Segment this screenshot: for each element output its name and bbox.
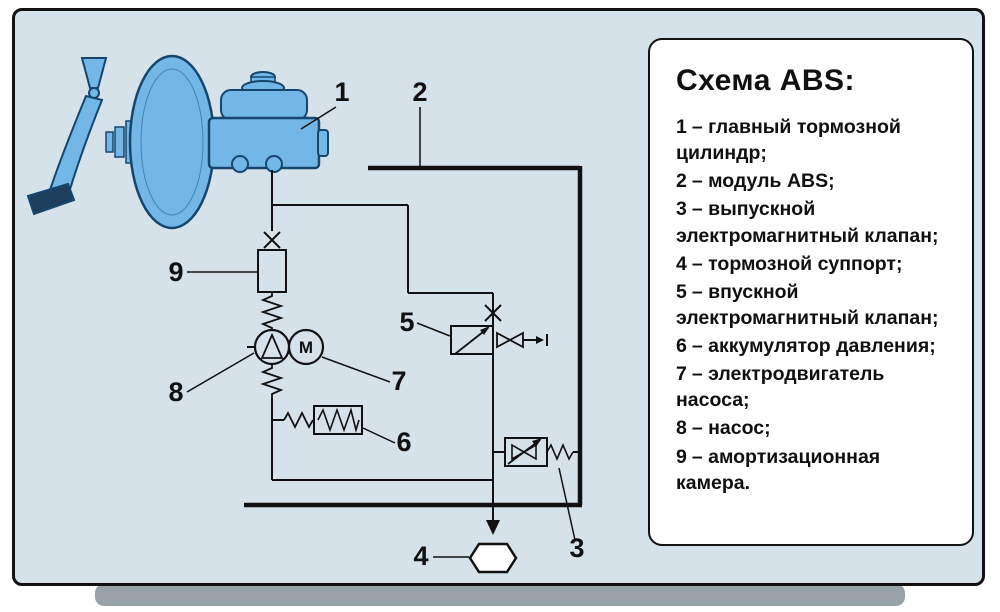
- legend-item-9: 9– амортизационная камера.: [676, 444, 954, 496]
- orifice-symbol: [484, 304, 502, 322]
- booster-seam: [140, 68, 204, 216]
- inlet-valve-arrowhead: [480, 326, 490, 335]
- pushrod-segment: [114, 126, 125, 158]
- inlet-solenoid-valve: [450, 325, 548, 355]
- diagram-label-9: 9: [168, 257, 183, 287]
- pump-triangle: [260, 332, 284, 359]
- leader-5: [416, 322, 451, 337]
- diagram-label-4: 4: [413, 541, 428, 571]
- diagram-label-2: 2: [412, 77, 427, 107]
- pushrod-segment: [105, 131, 114, 153]
- pump-motor: [287, 328, 325, 366]
- legend-item-number: 4: [676, 252, 687, 275]
- legend-item-text: – тормозной суппорт;: [691, 252, 903, 275]
- outlet-valve-spring: [546, 442, 574, 462]
- check-valve-symbol: [263, 231, 281, 249]
- diagram-label-6: 6: [396, 427, 411, 457]
- pedal-pad: [26, 182, 76, 216]
- legend-item-text: – аккумулятор давления;: [691, 335, 936, 357]
- vacuum-booster-group: [128, 54, 216, 230]
- legend-item-4: 4– тормозной суппорт;: [676, 251, 954, 277]
- brake-pedal-group: [26, 57, 136, 216]
- outlet-port: [231, 155, 249, 173]
- master-cylinder-body: [207, 116, 321, 170]
- abs-module-outline: [244, 165, 583, 508]
- leader-8: [186, 352, 255, 393]
- inlet-valve-bowtie: [496, 331, 524, 349]
- legend-item-text: – выпускной электромагнитный клапан;: [676, 198, 939, 247]
- leader-1: [300, 106, 337, 130]
- diagram-label-1: 1: [334, 77, 349, 107]
- inlet-valve-stub-arrowhead: [536, 336, 544, 344]
- legend-item-text: – главный тормозной цилиндр;: [676, 116, 901, 165]
- legend-item-number: 8: [676, 417, 687, 440]
- legend-item-number: 9: [676, 445, 687, 468]
- legend-panel: Схема ABS: 1– главный тормозной цилиндр;…: [648, 38, 974, 546]
- accumulator-spring-inner: [317, 407, 360, 434]
- outlet-solenoid-valve: [504, 437, 579, 467]
- outlet-valve-arrowhead: [532, 438, 542, 447]
- legend-item-7: 7– электродвигатель насоса;: [676, 361, 954, 413]
- master-cylinder-group: [207, 71, 329, 173]
- diagram-label-3: 3: [569, 533, 584, 563]
- leader-7: [321, 356, 391, 383]
- accumulator-spring-outer: [283, 410, 314, 430]
- legend-item-5: 5– впускной электромагнитный клапан;: [676, 279, 954, 331]
- legend-item-2: 2– модуль ABS;: [676, 168, 954, 194]
- line-mc-to-inlet-valve: [272, 204, 493, 294]
- pressure-accumulator: [313, 405, 363, 435]
- spring-upper: [260, 292, 284, 330]
- legend-item-text: – модуль ABS;: [691, 170, 835, 193]
- return-line: [271, 398, 493, 481]
- vacuum-booster: [128, 54, 216, 230]
- legend-item-text: – электродвигатель насоса;: [676, 363, 885, 412]
- diagram-label-8: 8: [168, 377, 183, 407]
- legend-item-3: 3– выпускной электромагнитный клапан;: [676, 196, 954, 248]
- pedal-arm: [48, 94, 104, 198]
- spring-lower: [260, 364, 284, 398]
- diagram-label-5: 5: [399, 307, 414, 337]
- brake-fluid-reservoir: [220, 89, 308, 121]
- legend-item-number: 5: [676, 280, 687, 303]
- legend-item-number: 2: [676, 170, 687, 193]
- legend-item-text: – впускной электромагнитный клапан;: [676, 280, 939, 329]
- page-bottom-shadow: [95, 584, 905, 606]
- leader-6: [362, 427, 396, 444]
- flow-arrowhead: [486, 520, 500, 535]
- pedal-fork: [80, 57, 108, 89]
- diagram-label-7: 7: [391, 366, 406, 396]
- leader-3: [558, 467, 576, 541]
- legend-item-text: – амортизационная камера.: [676, 445, 881, 494]
- outlet-port: [265, 155, 283, 173]
- legend-item-number: 1: [676, 116, 687, 138]
- legend-item-8: 8– насос;: [676, 415, 954, 441]
- brake-caliper: [468, 542, 518, 574]
- legend-item-number: 6: [676, 335, 687, 357]
- damper-chamber: [257, 249, 287, 293]
- legend-item-1: 1– главный тормозной цилиндр;: [676, 114, 954, 166]
- legend-item-number: 7: [676, 363, 687, 386]
- legend-title: Схема ABS:: [676, 64, 856, 97]
- legend-item-text: – насос;: [691, 417, 771, 440]
- leader-lines: [186, 106, 576, 558]
- legend-item-number: 3: [676, 198, 687, 221]
- legend-item-6: 6– аккумулятор давления;: [676, 333, 954, 359]
- motor-label: M: [299, 338, 313, 357]
- master-cylinder-end-cap: [317, 129, 329, 157]
